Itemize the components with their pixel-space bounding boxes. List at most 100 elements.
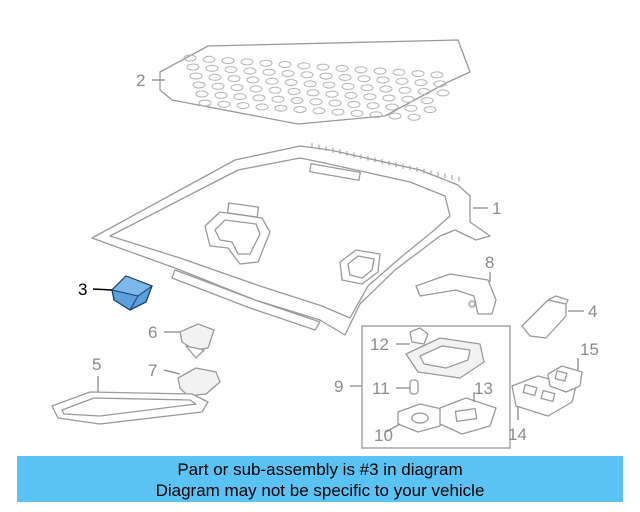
pad-pattern-dot [227,75,241,83]
callout-1[interactable]: 1 [492,199,501,218]
pad-pattern-dot [217,100,231,108]
pad-pattern-dot [382,94,396,102]
callout-5[interactable]: 5 [92,355,101,374]
parts-diagram: 2 1 3 8 4 6 [51,39,599,449]
pad-pattern-dot [202,55,216,63]
pad-pattern-dot [249,85,263,93]
pad-pattern-dot [325,90,339,98]
pad-pattern-dot [341,82,355,90]
callout-13[interactable]: 13 [474,379,493,398]
pad-pattern-dot [430,71,444,79]
pad-pattern-dot [312,107,326,115]
pad-pattern-dot [262,68,276,76]
pad-pattern-dot [363,93,377,101]
part-13-lens[interactable] [439,397,497,435]
pad-pattern-dot [357,75,371,83]
pad-pattern-dot [205,64,219,72]
part-2-roof-pad[interactable] [159,39,471,125]
pad-pattern-dot [268,86,282,94]
pad-pattern-dot [183,54,197,62]
part-11-bulb[interactable] [409,379,419,395]
banner-line-2: Diagram may not be specific to your vehi… [155,481,485,500]
pad-pattern-dot [252,94,266,102]
part-5-sun-visor[interactable] [51,391,209,425]
part-6-clip[interactable] [179,323,215,359]
part-12-console[interactable] [405,327,485,379]
pad-pattern-dot [328,99,342,107]
part-8-grab-handle[interactable] [415,273,497,315]
pad-pattern-dot [240,58,254,66]
pad-pattern-dot [287,88,301,95]
pad-pattern-dot [436,89,450,97]
info-banner: Part or sub-assembly is #3 in diagram Di… [17,456,623,502]
callout-3[interactable]: 3 [78,280,87,299]
pad-pattern-dot [414,79,428,87]
callout-14[interactable]: 14 [508,425,527,444]
pad-pattern-dot [233,93,247,101]
callout-7[interactable]: 7 [148,361,157,380]
pad-pattern-dot [407,113,421,121]
part-7-lamp[interactable] [177,367,221,397]
pad-pattern-dot [401,95,415,103]
pad-pattern-dot [433,80,447,88]
callout-6[interactable]: 6 [148,323,157,342]
pad-pattern-dot [278,61,292,68]
banner-line-1: Part or sub-assembly is #3 in diagram [177,460,463,479]
part-3-highlighted[interactable] [111,275,154,311]
pad-pattern-dot [211,82,225,90]
pad-pattern-dot [404,104,418,112]
pad-pattern-dot [195,90,209,98]
leader-7 [163,369,181,375]
pad-pattern-dot [350,109,364,117]
leader-10 [385,423,401,433]
callout-2[interactable]: 2 [136,71,145,90]
pad-pattern-dot [186,63,200,71]
pad-pattern-dot [284,79,298,86]
pad-pattern-dot [423,106,437,114]
callout-9[interactable]: 9 [334,377,343,396]
pad-pattern-dot [316,63,330,71]
pad-pattern-dot [347,100,361,108]
pad-pattern-dot [322,81,336,89]
pad-pattern-dot [303,80,317,88]
pad-pattern-dot [398,86,412,94]
pad-pattern-dot [300,71,314,79]
pad-pattern-dot [224,66,238,74]
leader-3 [92,288,113,291]
pad-pattern-dot [221,57,235,65]
part-15-switch[interactable] [547,365,583,393]
pad-pattern-dot [369,111,383,119]
part-10-lens[interactable] [397,403,447,433]
pad-pattern-dot [417,88,431,96]
pad-pattern-dot [259,59,273,67]
callout-4[interactable]: 4 [588,302,597,321]
pad-pattern-dot [271,95,285,103]
pad-pattern-dot [297,62,311,70]
part-1-headliner[interactable] [91,143,491,336]
callout-11[interactable]: 11 [372,379,390,398]
pad-pattern-dot [290,97,304,104]
pad-pattern-dot [379,85,393,93]
pad-pattern-dot [309,98,323,106]
pad-pattern-dot [395,77,409,85]
pad-pattern-dot [392,68,406,76]
pad-pattern-dot [243,67,257,75]
group-9-frame [361,325,511,449]
pad-pattern-dot [255,103,269,111]
pad-pattern-dot [319,72,333,80]
callout-12[interactable]: 12 [370,335,389,354]
callout-15[interactable]: 15 [580,340,599,359]
callout-10[interactable]: 10 [374,426,393,445]
pad-pattern-dot [344,91,358,99]
pad-pattern-dot [189,72,203,80]
part-4-bracket[interactable] [521,295,569,339]
pad-pattern-dot [265,77,279,85]
pad-pattern-dot [385,103,399,111]
pad-pattern-dot [236,102,250,110]
pad-pattern-dot [246,76,260,84]
pad-pattern-dot [208,73,222,81]
callout-8[interactable]: 8 [485,253,494,272]
pad-pattern-dot [354,66,368,74]
pad-pattern-dot [274,104,288,112]
pad-pattern-dot [198,99,212,107]
